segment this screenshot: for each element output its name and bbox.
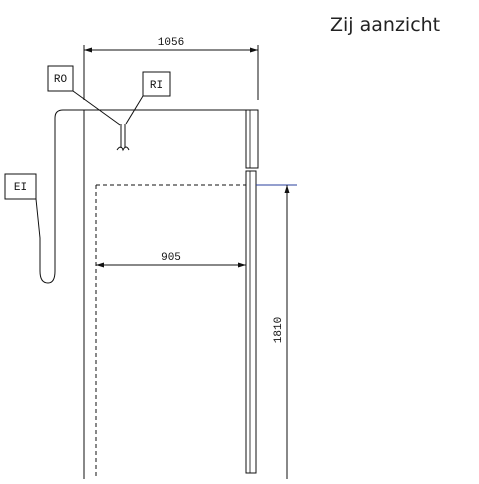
ri-tag-label: RI: [150, 80, 163, 92]
arrow-top-1810: [284, 185, 290, 193]
ri-leader-line: [125, 95, 144, 125]
external-pipe: [39, 109, 84, 284]
door-outline: [245, 170, 257, 474]
arrow-left-905: [96, 262, 104, 268]
ri-tag: RI: [125, 71, 171, 125]
ei-tag-label: EI: [14, 182, 27, 194]
arrow-left-1056: [84, 47, 92, 53]
ro-tag: RO: [47, 65, 121, 126]
overall-depth-dimension: 1056: [83, 37, 259, 100]
ri-marker: [116, 124, 130, 152]
arrow-right-1056: [250, 47, 258, 53]
arrow-right-905: [238, 262, 246, 268]
pipe-outer-contour: [39, 109, 84, 284]
view-title: Zij aanzicht: [330, 14, 441, 36]
cabinet-outline: [83, 109, 259, 479]
ei-leader-line: [35, 198, 41, 239]
dimension-label-1810: 1810: [273, 317, 285, 343]
door-height-dimension: 1810: [256, 184, 297, 479]
ri-tag-box: [142, 71, 171, 97]
ei-tag-box: [4, 173, 37, 200]
dimension-label-905: 905: [161, 252, 181, 264]
door-panel: [245, 170, 257, 474]
ro-leader-line: [72, 90, 121, 126]
ro-tag-box: [47, 65, 74, 92]
ri-squiggle: [116, 124, 130, 152]
dimension-label-1056: 1056: [158, 37, 184, 49]
ro-tag-label: RO: [54, 74, 68, 86]
top-frame-block: [245, 109, 259, 169]
inner-depth-dimension: 905: [96, 252, 246, 268]
inner-compartment: [95, 184, 246, 479]
ei-tag: EI: [4, 173, 41, 239]
